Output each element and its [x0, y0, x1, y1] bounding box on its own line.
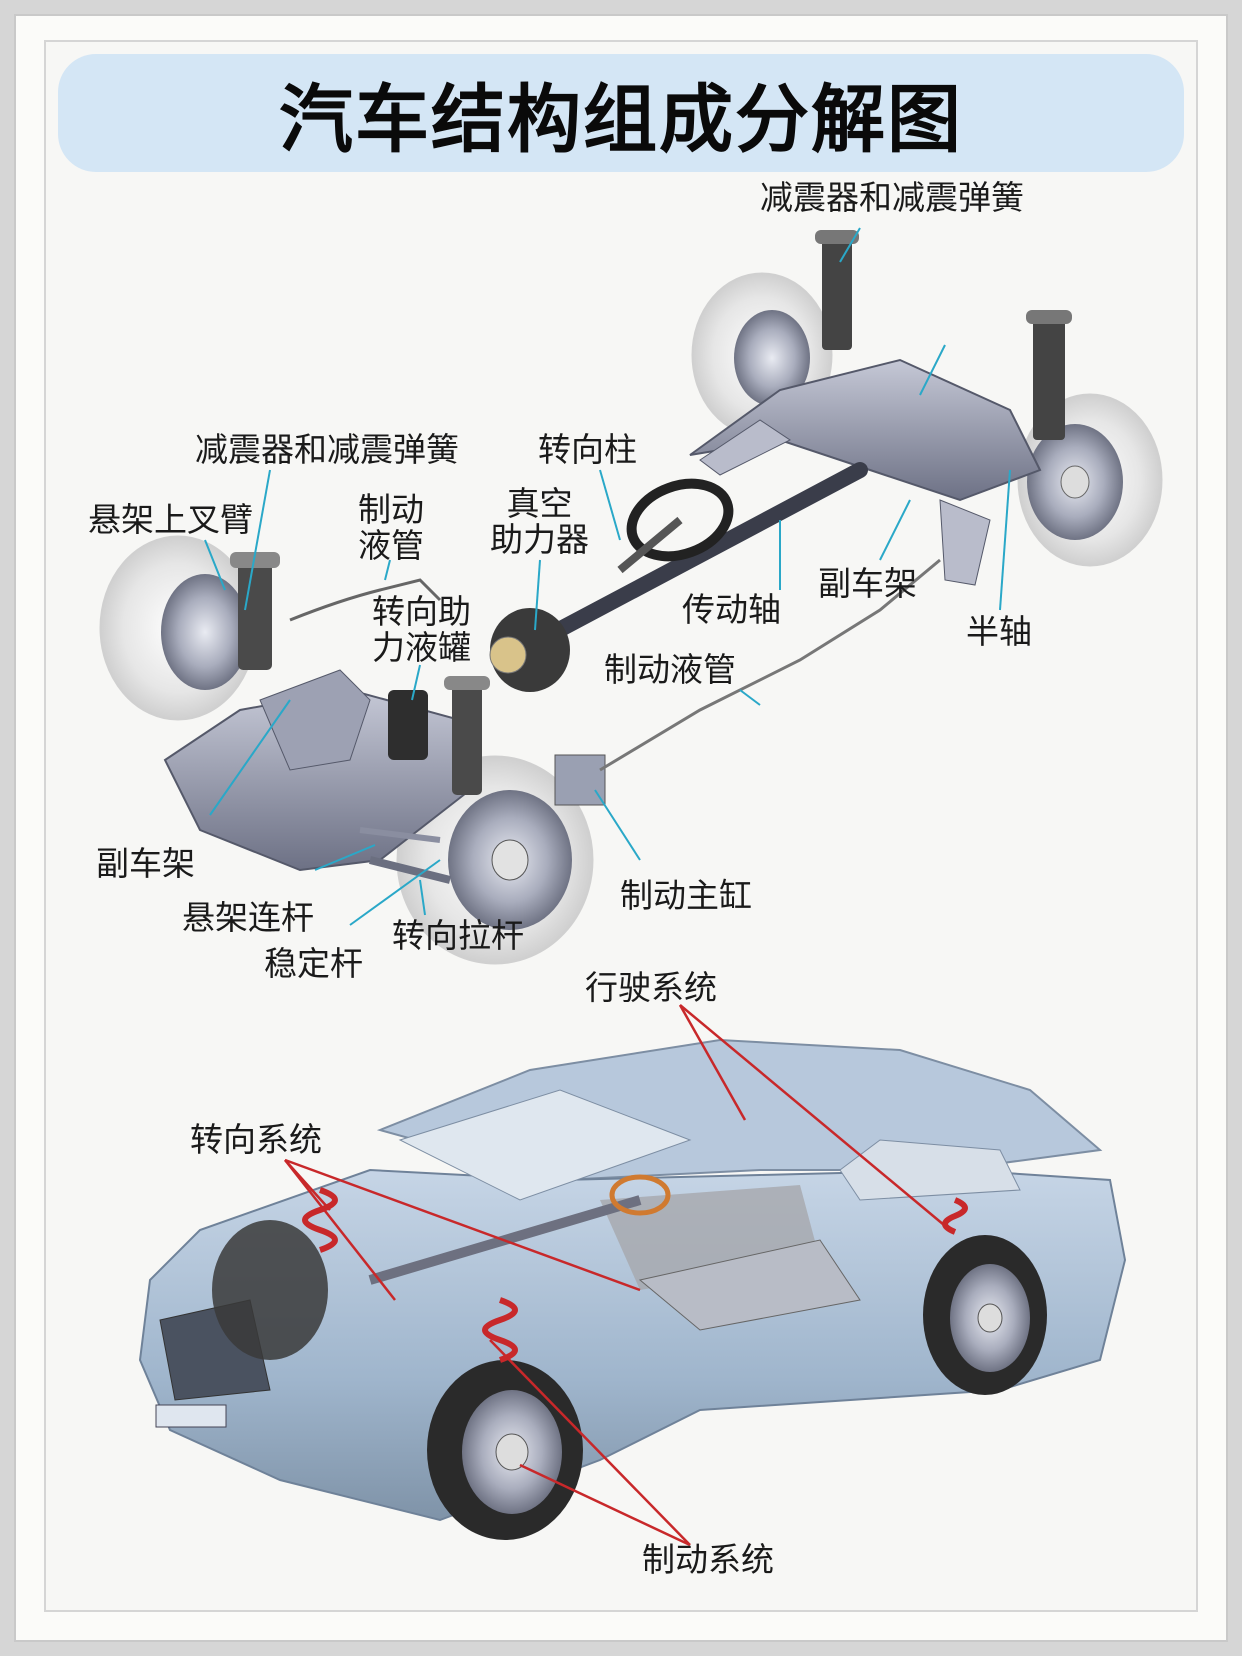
chassis-illustration	[99, 230, 1163, 965]
car-rear-wheel	[923, 1235, 1047, 1395]
chassis-leader-lines	[204, 227, 1011, 926]
label-drive-shaft: 传动轴	[682, 590, 781, 629]
label-rear-shock: 减震器和减震弹簧	[760, 178, 1024, 217]
label-vacuum-booster: 真空 助力器	[490, 484, 589, 559]
car-leader-lines	[284, 1004, 951, 1547]
car-front-wheel	[427, 1360, 583, 1540]
steering-fluid-tank-shape	[388, 690, 428, 760]
label-suspension-link: 悬架连杆	[182, 898, 314, 937]
license-plate-shape	[155, 1404, 227, 1428]
page-title: 汽车结构组成分解图	[279, 76, 963, 163]
front-left-wheel	[99, 535, 257, 721]
rear-subframe-shape	[689, 358, 1042, 502]
title-banner: 汽车结构组成分解图	[58, 54, 1184, 172]
rear-shock-right	[1026, 310, 1072, 440]
label-steering-column: 转向柱	[538, 430, 637, 469]
label-upper-arm: 悬架上叉臂	[88, 500, 253, 539]
label-brake-line-mid: 制动液管	[604, 650, 736, 689]
front-brake-line	[289, 578, 442, 622]
drive-shaft-shape	[532, 462, 868, 648]
label-rear-subframe: 副车架	[818, 564, 917, 603]
mid-brake-line	[599, 558, 941, 772]
label-half-shaft: 半轴	[966, 612, 1032, 651]
label-tie-rod: 转向拉杆	[392, 916, 524, 955]
rear-shock-left	[815, 230, 859, 350]
label-master-cylinder: 制动主缸	[620, 876, 752, 915]
car-illustration	[138, 1038, 1127, 1540]
label-steering-fluid-tank: 转向助 力液罐	[372, 592, 471, 667]
steering-wheel-shape	[626, 478, 734, 562]
master-cylinder-shape	[554, 754, 606, 806]
label-steering-system: 转向系统	[190, 1120, 322, 1159]
label-stabilizer-bar: 稳定杆	[264, 944, 363, 983]
label-front-shock: 减震器和减震弹簧	[195, 430, 459, 469]
label-running-system: 行驶系统	[585, 968, 717, 1007]
label-front-subframe: 副车架	[96, 844, 195, 883]
label-brake-line-front: 制动 液管	[358, 490, 424, 565]
front-shock-right	[444, 676, 490, 795]
front-shock-left	[230, 552, 280, 670]
label-braking-system: 制动系统	[642, 1540, 774, 1579]
